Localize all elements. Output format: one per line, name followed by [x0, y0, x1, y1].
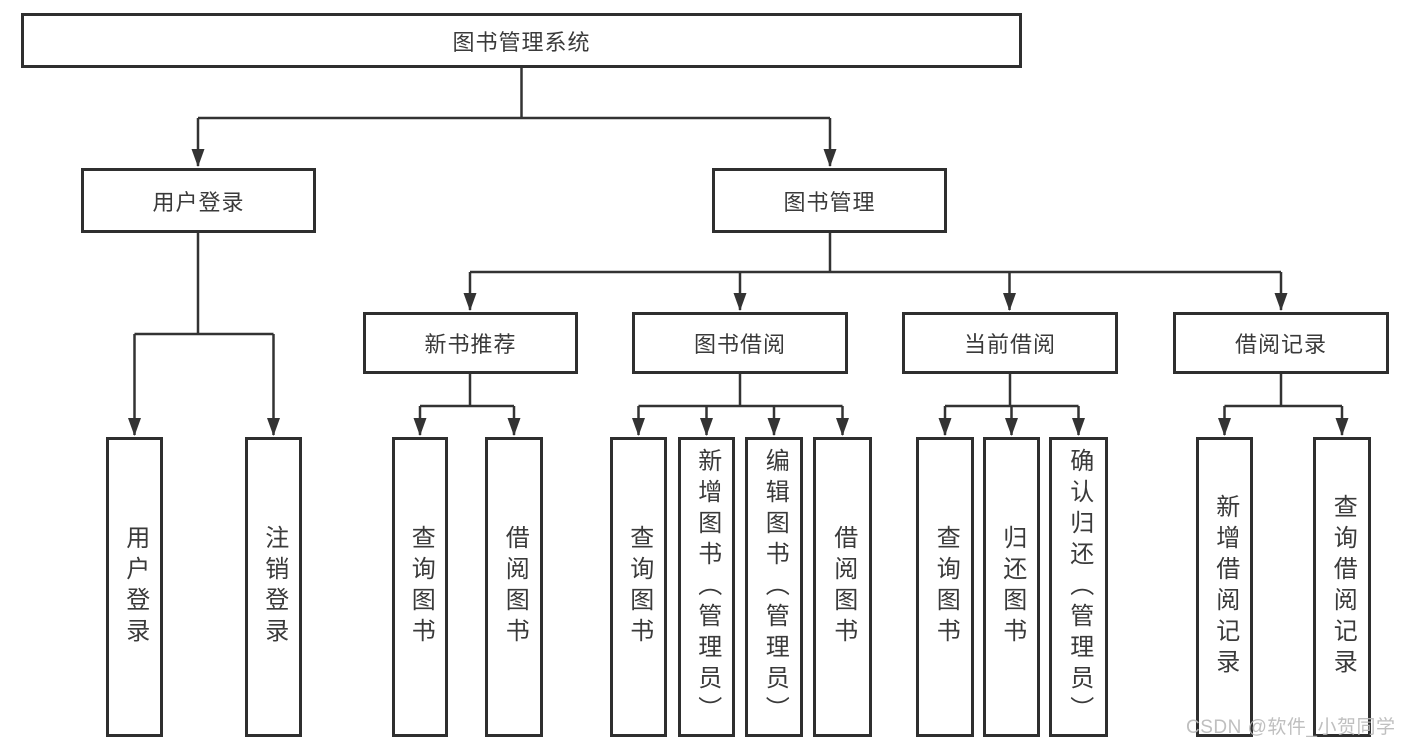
leaf-query-books-recommend: 查询图书 [392, 437, 448, 737]
leaf-query-books-borrow: 查询图书 [610, 437, 667, 737]
leaf-add-books-admin: 新增图书（管理员） [678, 437, 735, 737]
node-user-login: 用户登录 [81, 168, 316, 233]
leaf-edit-books-admin: 编辑图书（管理员） [745, 437, 803, 737]
leaf-query-books-current-label: 查询图书 [932, 525, 960, 649]
leaf-logout: 注销登录 [245, 437, 302, 737]
leaf-borrow-books-recommend: 借阅图书 [485, 437, 543, 737]
node-new-book-recommend: 新书推荐 [363, 312, 578, 374]
leaf-confirm-return-admin: 确认归还（管理员） [1049, 437, 1108, 737]
leaf-user-login: 用户登录 [106, 437, 163, 737]
leaf-logout-label: 注销登录 [260, 525, 288, 649]
node-book-management: 图书管理 [712, 168, 947, 233]
leaf-return-books: 归还图书 [983, 437, 1040, 737]
leaf-query-borrow-record-label: 查询借阅记录 [1329, 494, 1357, 680]
node-book-borrow: 图书借阅 [632, 312, 848, 374]
leaf-user-login-label: 用户登录 [121, 525, 149, 649]
leaf-add-books-admin-label: 新增图书（管理员） [693, 447, 721, 727]
leaf-borrow-books-label: 借阅图书 [829, 525, 857, 649]
leaf-query-books-recommend-label: 查询图书 [407, 525, 435, 649]
connector-trunks [134, 68, 1342, 408]
leaf-edit-books-admin-label: 编辑图书（管理员） [761, 447, 789, 727]
leaf-borrow-books-recommend-label: 借阅图书 [501, 525, 529, 649]
leaf-query-borrow-record: 查询借阅记录 [1313, 437, 1371, 737]
csdn-watermark: CSDN @软件_小贺同学 [1186, 717, 1396, 738]
leaf-query-books-borrow-label: 查询图书 [625, 525, 653, 649]
leaf-borrow-books: 借阅图书 [813, 437, 872, 737]
leaf-confirm-return-admin-label: 确认归还（管理员） [1065, 447, 1093, 727]
leaf-query-books-current: 查询图书 [916, 437, 974, 737]
node-current-borrow: 当前借阅 [902, 312, 1118, 374]
node-borrow-records: 借阅记录 [1173, 312, 1389, 374]
leaf-add-borrow-record: 新增借阅记录 [1196, 437, 1253, 737]
leaf-add-borrow-record-label: 新增借阅记录 [1211, 494, 1239, 680]
leaf-return-books-label: 归还图书 [998, 525, 1026, 649]
node-library-system: 图书管理系统 [21, 13, 1022, 68]
